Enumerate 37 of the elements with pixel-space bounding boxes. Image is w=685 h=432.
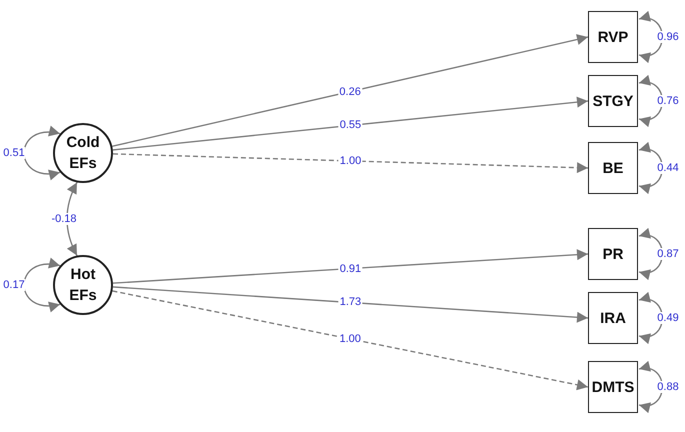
path-arrow	[112, 34, 588, 147]
edge-label: 1.73	[338, 296, 362, 308]
path-arrow	[638, 362, 663, 412]
edge-label: 0.96	[656, 31, 680, 43]
path-arrow	[638, 143, 663, 193]
path-arrow	[112, 153, 588, 174]
edge-label: 0.44	[656, 162, 680, 174]
observed-variable-box: DMTS	[588, 361, 638, 413]
edge-label: 0.17	[2, 279, 26, 291]
path-arrow	[638, 229, 663, 279]
path-arrow	[112, 286, 588, 323]
path-arrow	[638, 76, 663, 126]
path-arrow	[23, 126, 60, 180]
edge-label: 0.55	[338, 119, 362, 132]
edge-label: 0.88	[656, 381, 680, 393]
observed-variable-box: RVP	[588, 11, 638, 63]
observed-variable-box: IRA	[588, 292, 638, 344]
path-arrow	[112, 249, 588, 284]
edge-label: 0.91	[338, 262, 362, 275]
edge-label: 0.87	[656, 248, 680, 260]
edge-label: 0.51	[2, 147, 26, 159]
path-arrow	[23, 258, 60, 312]
path-arrow	[638, 12, 663, 62]
edge-label: 1.00	[338, 154, 362, 167]
latent-variable-circle: Cold EFs	[53, 123, 113, 183]
path-arrow	[112, 290, 588, 390]
edge-label: 0.49	[656, 312, 680, 324]
edge-label: 0.26	[338, 86, 362, 98]
edge-label: 0.76	[656, 95, 680, 107]
path-arrow	[112, 96, 588, 151]
edge-label: -0.18	[50, 213, 78, 225]
observed-variable-box: PR	[588, 228, 638, 280]
latent-variable-circle: Hot EFs	[53, 255, 113, 315]
observed-variable-box: BE	[588, 142, 638, 194]
observed-variable-box: STGY	[588, 75, 638, 127]
path-arrow	[638, 293, 663, 343]
edge-label: 1.00	[338, 332, 362, 345]
